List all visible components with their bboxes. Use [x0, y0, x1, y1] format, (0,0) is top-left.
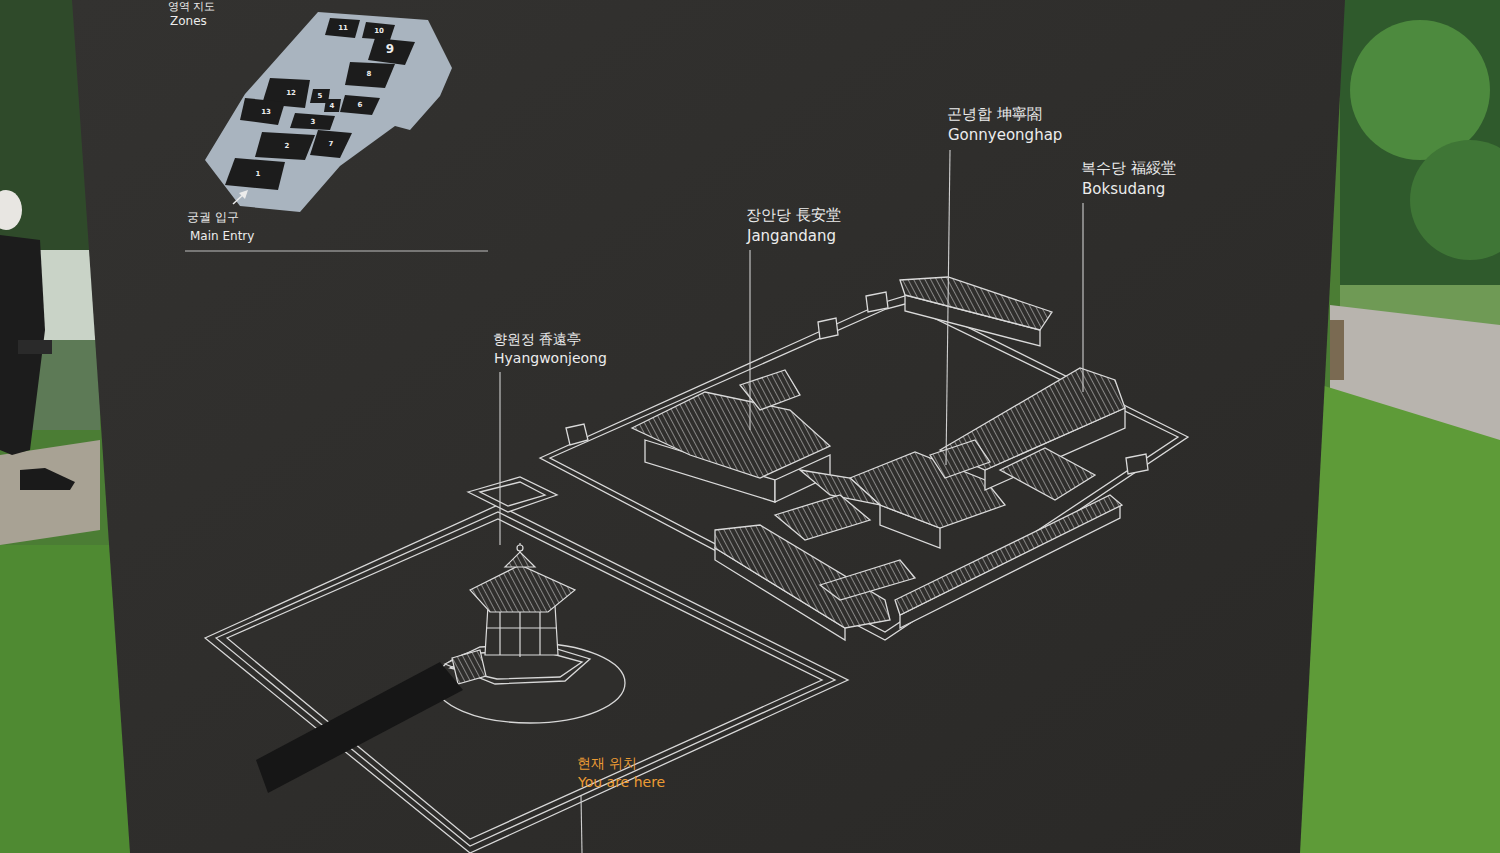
building-label: Gonnyeonghap: [948, 127, 1062, 144]
entry-label: Main Entry: [190, 230, 254, 244]
zone-number: 5: [318, 92, 323, 100]
zone-number: 4: [330, 102, 335, 110]
zone-number: 7: [329, 140, 334, 148]
building-label: Jangandang: [747, 228, 836, 245]
zone-number: 3: [311, 118, 316, 126]
zone-number: 10: [374, 27, 384, 35]
entry-label: 궁궐 입구: [187, 211, 239, 225]
building-label: Boksudang: [1082, 181, 1165, 198]
sign-board: [72, 0, 1345, 853]
zone-number: 2: [285, 142, 290, 150]
palace-compound: [540, 277, 1188, 640]
location-label: You are here: [578, 774, 665, 790]
map-title: 영역 지도: [168, 1, 216, 14]
pavilion-drawing: [452, 543, 575, 684]
zone-number: 13: [261, 108, 271, 116]
zones-minimap: [185, 12, 488, 251]
bridge-bar: [256, 662, 463, 793]
zone-number: 8: [367, 70, 372, 78]
building-label: 복수당 福綏堂: [1081, 160, 1176, 177]
building-label: 장안당 長安堂: [746, 207, 841, 224]
location-label: 현재 위치: [577, 755, 637, 771]
zone-number: 12: [286, 89, 296, 97]
building-label: 곤녕합 坤寧閤: [947, 106, 1042, 123]
map-title: Zones: [170, 15, 207, 29]
zone-number: 11: [338, 24, 348, 32]
building-label: Hyangwonjeong: [494, 350, 607, 366]
zone-number: 9: [386, 43, 394, 57]
leader-line: [500, 150, 1083, 853]
zone-number: 1: [256, 170, 261, 178]
zone-number: 6: [358, 101, 363, 109]
building-label: 향원정 香遠亭: [493, 331, 581, 347]
